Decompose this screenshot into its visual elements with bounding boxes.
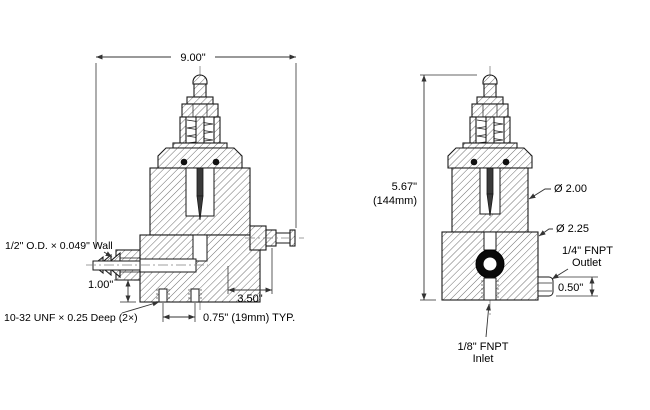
barb-fitting xyxy=(86,249,208,281)
bonnet-cap xyxy=(447,147,533,169)
o-ring-right xyxy=(212,158,220,166)
outlet-height-label: 0.50" xyxy=(558,282,583,294)
spring-stem xyxy=(485,116,495,144)
base-dia-callout: Ø 2.25 xyxy=(538,223,589,237)
stem-collar xyxy=(476,96,504,105)
inlet-label-1: 1/8" FNPT xyxy=(458,341,509,353)
o-ring-left xyxy=(180,158,188,166)
body-dia-callout: Ø 2.00 xyxy=(528,183,587,200)
spring-coil xyxy=(476,119,504,144)
port-offset-label: 1.00" xyxy=(88,279,113,291)
jam-nut xyxy=(471,103,509,118)
outlet-label-1: 1/4" FNPT xyxy=(562,245,613,257)
adjust-knob-dome xyxy=(192,74,208,85)
barb-bore xyxy=(92,260,141,271)
dim-depth: 3.50" xyxy=(227,248,273,305)
bonnet-cap xyxy=(157,147,243,169)
bonnet-flange xyxy=(462,142,518,149)
body-dia-label: Ø 2.00 xyxy=(554,183,587,195)
tap-callout: 10-32 UNF × 0.25 Deep (2×) xyxy=(4,301,160,324)
dim-port-offset: 1.00" xyxy=(88,279,136,303)
dim-height: 5.67" (144mm) xyxy=(373,74,477,301)
spring-coil xyxy=(186,119,214,144)
adjust-knob-dome xyxy=(482,74,498,85)
tapped-hole-1 xyxy=(158,288,168,303)
needle-stem xyxy=(196,167,204,197)
o-ring-right xyxy=(502,158,510,166)
right-view: 5.67" (144mm) Ø 2.00 Ø 2.25 1/4" FNPT Ou… xyxy=(373,66,613,365)
depth-label: 3.50" xyxy=(237,293,262,305)
height-in-label: 5.67" xyxy=(392,181,417,193)
center-channel xyxy=(483,231,497,251)
tube-spec-label: 1/2" O.D. × 0.049" Wall xyxy=(5,240,113,252)
stem-collar xyxy=(186,96,214,105)
left-view: 9.00" 1/2" O.D. × 0.049" Wall 1.00" 10-3… xyxy=(4,52,304,324)
outlet-tube-fitting xyxy=(245,225,304,251)
needle-stem xyxy=(486,167,494,195)
outlet-label-2: Outlet xyxy=(572,257,601,269)
side-bore xyxy=(139,258,197,273)
outlet-port xyxy=(537,276,554,297)
dim-hole-spacing: 0.75" (19mm) TYP. xyxy=(162,303,295,324)
port-bore xyxy=(483,257,497,271)
inlet-label-2: Inlet xyxy=(473,353,494,365)
needle-tip xyxy=(196,195,204,221)
hole-spacing-label: 0.75" (19mm) TYP. xyxy=(203,312,295,324)
spring-stem xyxy=(195,116,205,144)
jam-nut xyxy=(181,103,219,118)
inlet-callout: 1/8" FNPT Inlet xyxy=(458,303,509,365)
outlet-callout: 1/4" FNPT Outlet xyxy=(551,245,613,280)
tap-spec-label: 10-32 UNF × 0.25 Deep (2×) xyxy=(4,312,138,324)
inlet-channel xyxy=(483,277,497,301)
bonnet-flange xyxy=(172,142,228,149)
o-ring-left xyxy=(470,158,478,166)
center-channel xyxy=(192,234,208,262)
adjust-stem xyxy=(193,83,207,98)
adjust-stem xyxy=(483,83,497,98)
needle-tip xyxy=(486,193,494,217)
overall-width-label: 9.00" xyxy=(180,52,205,64)
dim-overall-width: 9.00" xyxy=(95,52,297,247)
base-dia-label: Ø 2.25 xyxy=(556,223,589,235)
tube-spec-callout: 1/2" O.D. × 0.049" Wall xyxy=(5,240,113,258)
left-valve-section xyxy=(139,74,261,303)
tapped-hole-2 xyxy=(190,288,200,303)
dim-outlet-height: 0.50" xyxy=(556,276,598,297)
right-valve-section xyxy=(441,74,554,301)
height-mm-label: (144mm) xyxy=(373,195,417,207)
